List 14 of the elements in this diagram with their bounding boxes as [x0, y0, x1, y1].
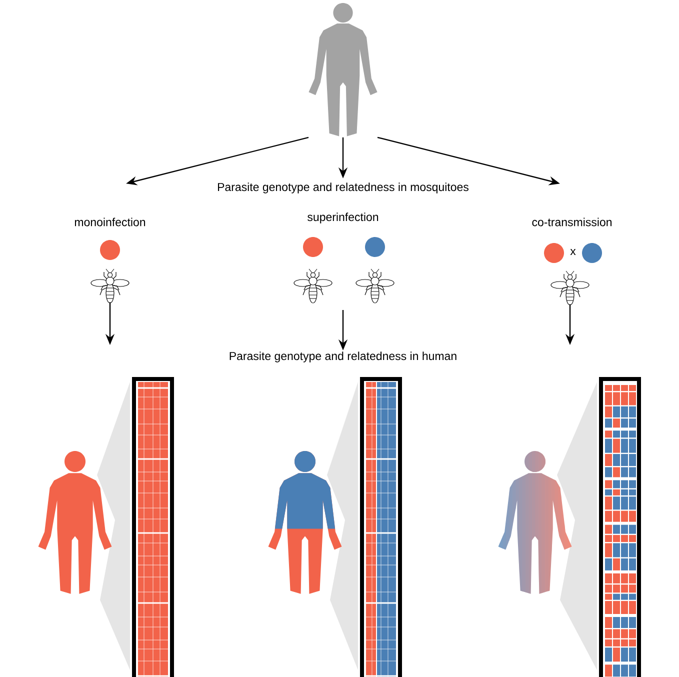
cross-label: x: [570, 248, 576, 256]
heading: Parasite genotype and relatedness in mosquitoes: [218, 182, 468, 194]
person-silhouette: [308, 2, 378, 136]
mosquito-icon: [356, 268, 394, 304]
mosquito-icon: [90, 268, 130, 304]
person-silhouette: [38, 451, 112, 594]
column-label: monoinfection: [74, 218, 146, 226]
column-label: co-transmission: [532, 218, 612, 226]
column-label: superinfection: [308, 212, 378, 224]
person-silhouette: [268, 451, 342, 594]
person-silhouette: [498, 451, 572, 594]
mosquito-icon: [550, 270, 590, 306]
heading: Parasite genotype and relatedness in human: [230, 352, 456, 362]
mosquito-icon: [294, 268, 332, 304]
